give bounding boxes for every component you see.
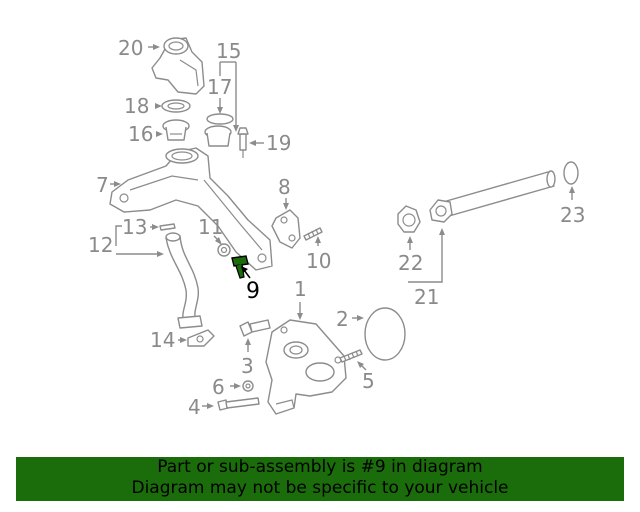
- callout-7: 7: [96, 173, 109, 197]
- part-17-thermostat-assembly: [204, 113, 234, 147]
- callout-16: 16: [128, 122, 153, 146]
- callout-18: 18: [124, 94, 149, 118]
- callout-11: 11: [198, 215, 223, 239]
- part-10-stud: [303, 227, 323, 241]
- callout-12: 12: [88, 233, 113, 257]
- callout-15: 15: [216, 39, 241, 63]
- part-12-hose: [165, 232, 203, 329]
- part-19-temperature-sensor: [237, 127, 249, 158]
- part-4-bolt: [217, 397, 260, 411]
- callout-23: 23: [560, 203, 585, 227]
- callout-14: 14: [150, 328, 175, 352]
- parts-diagram: 20 15 17 18 16 19 7 8 13 11 12 10 9 1 2 …: [88, 36, 585, 419]
- callout-9[interactable]: 9: [246, 279, 260, 304]
- callout-17: 17: [207, 75, 232, 99]
- part-2-o-ring: [364, 307, 406, 361]
- leader-lines: [110, 44, 575, 409]
- callout-6: 6: [212, 375, 225, 399]
- part-3-bolt: [239, 319, 271, 337]
- part-16-thermostat: [162, 119, 190, 141]
- callout-21: 21: [414, 285, 439, 309]
- part-11-washer: [217, 243, 231, 257]
- banner-line-1: Part or sub-assembly is #9 in diagram: [157, 457, 483, 477]
- callout-19: 19: [266, 131, 291, 155]
- part-18-gasket: [161, 99, 191, 113]
- part-23-o-ring: [563, 161, 579, 185]
- part-7-water-manifold: [109, 147, 273, 271]
- callout-8: 8: [278, 175, 291, 199]
- part-9-bolt[interactable]: [231, 255, 249, 279]
- part-5-stud: [339, 349, 363, 363]
- part-21-pipe: [429, 170, 556, 223]
- callout-1: 1: [294, 277, 307, 301]
- callout-2: 2: [336, 307, 349, 331]
- callout-3: 3: [241, 354, 254, 378]
- callout-13: 13: [122, 215, 147, 239]
- callout-5: 5: [362, 369, 375, 393]
- callout-4: 4: [188, 395, 201, 419]
- callout-20: 20: [118, 36, 143, 60]
- part-8-bracket: [271, 209, 301, 249]
- banner-line-2: Diagram may not be specific to your vehi…: [131, 478, 509, 498]
- part-6-nut: [242, 380, 254, 392]
- callout-10: 10: [306, 249, 331, 273]
- part-22-gasket: [397, 205, 421, 233]
- part-20-outlet-housing: [151, 37, 205, 95]
- part-1-water-pump: [265, 319, 347, 415]
- callout-22: 22: [398, 251, 423, 275]
- part-13-pin: [159, 223, 176, 231]
- part-14-gasket: [187, 329, 215, 347]
- info-banner: Part or sub-assembly is #9 in diagram Di…: [16, 457, 624, 501]
- callout-labels: 20 15 17 18 16 19 7 8 13 11 12 10 9 1 2 …: [88, 36, 585, 419]
